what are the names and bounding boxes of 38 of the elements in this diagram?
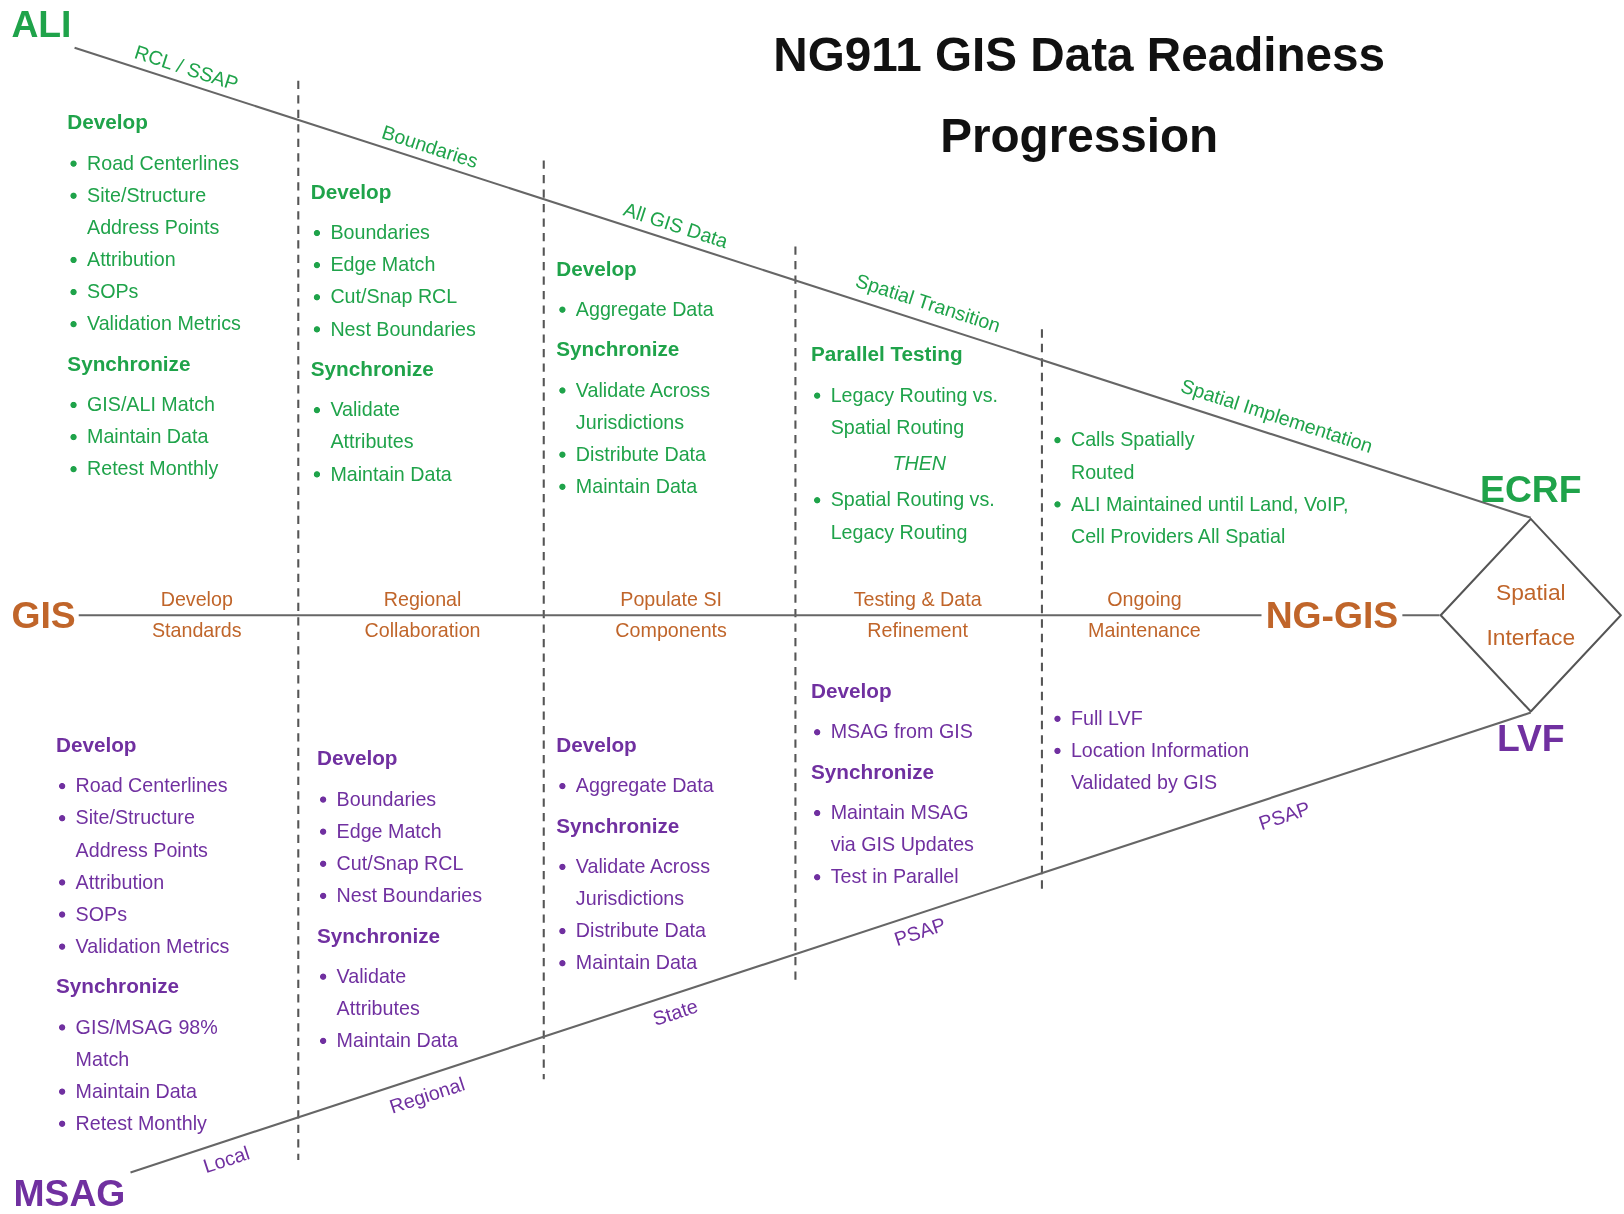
line-label: State [650, 994, 701, 1031]
section-heading: Synchronize [556, 813, 681, 839]
interface-diamond: Spatial Interface [1439, 517, 1622, 713]
phase-label: Ongoing Maintenance [1087, 587, 1202, 644]
line-label: Local [200, 1141, 252, 1179]
phase-label: Develop Standards [150, 587, 243, 644]
line-label: PSAP [1255, 797, 1313, 836]
phase-label: Populate SI Components [614, 587, 728, 644]
section-heading: Develop [556, 732, 638, 759]
endpoint-label: ALI [8, 2, 75, 48]
connector-line [130, 711, 1532, 1174]
section-heading: Synchronize [310, 356, 435, 383]
line-label: PSAP [891, 913, 949, 952]
endpoint-label: MSAG [8, 1172, 131, 1214]
phase-label: Regional Collaboration [363, 587, 482, 644]
section-heading: Develop [810, 678, 893, 705]
phase-label: Testing & Data Refinement [852, 587, 983, 644]
title: NG911 GIS Data Readiness Progression [772, 26, 1387, 165]
section-heading: Parallel Testing [810, 341, 964, 368]
section-heading: Synchronize [55, 973, 181, 1000]
section-heading: Synchronize [316, 922, 442, 949]
line-label: RCL / SSAP [131, 41, 241, 96]
section-heading: Synchronize [67, 351, 192, 377]
connector-line [78, 614, 1262, 617]
section-heading: Develop [556, 255, 638, 282]
line-label: All GIS Data [620, 198, 731, 254]
connector-line [1402, 614, 1440, 617]
endpoint-label: LVF [1499, 712, 1562, 765]
endpoint-label: NG-GIS [1261, 592, 1403, 638]
section-heading: Synchronize [556, 336, 681, 363]
connector-line [74, 46, 1532, 519]
section-heading: Synchronize [810, 759, 936, 785]
connector-word: THEN [891, 451, 947, 477]
endpoint-label: GIS [8, 593, 79, 637]
section-heading: Develop [310, 179, 393, 205]
section-heading: Develop [316, 745, 399, 772]
section-heading: Develop [67, 109, 149, 136]
section-heading: Develop [55, 732, 138, 759]
